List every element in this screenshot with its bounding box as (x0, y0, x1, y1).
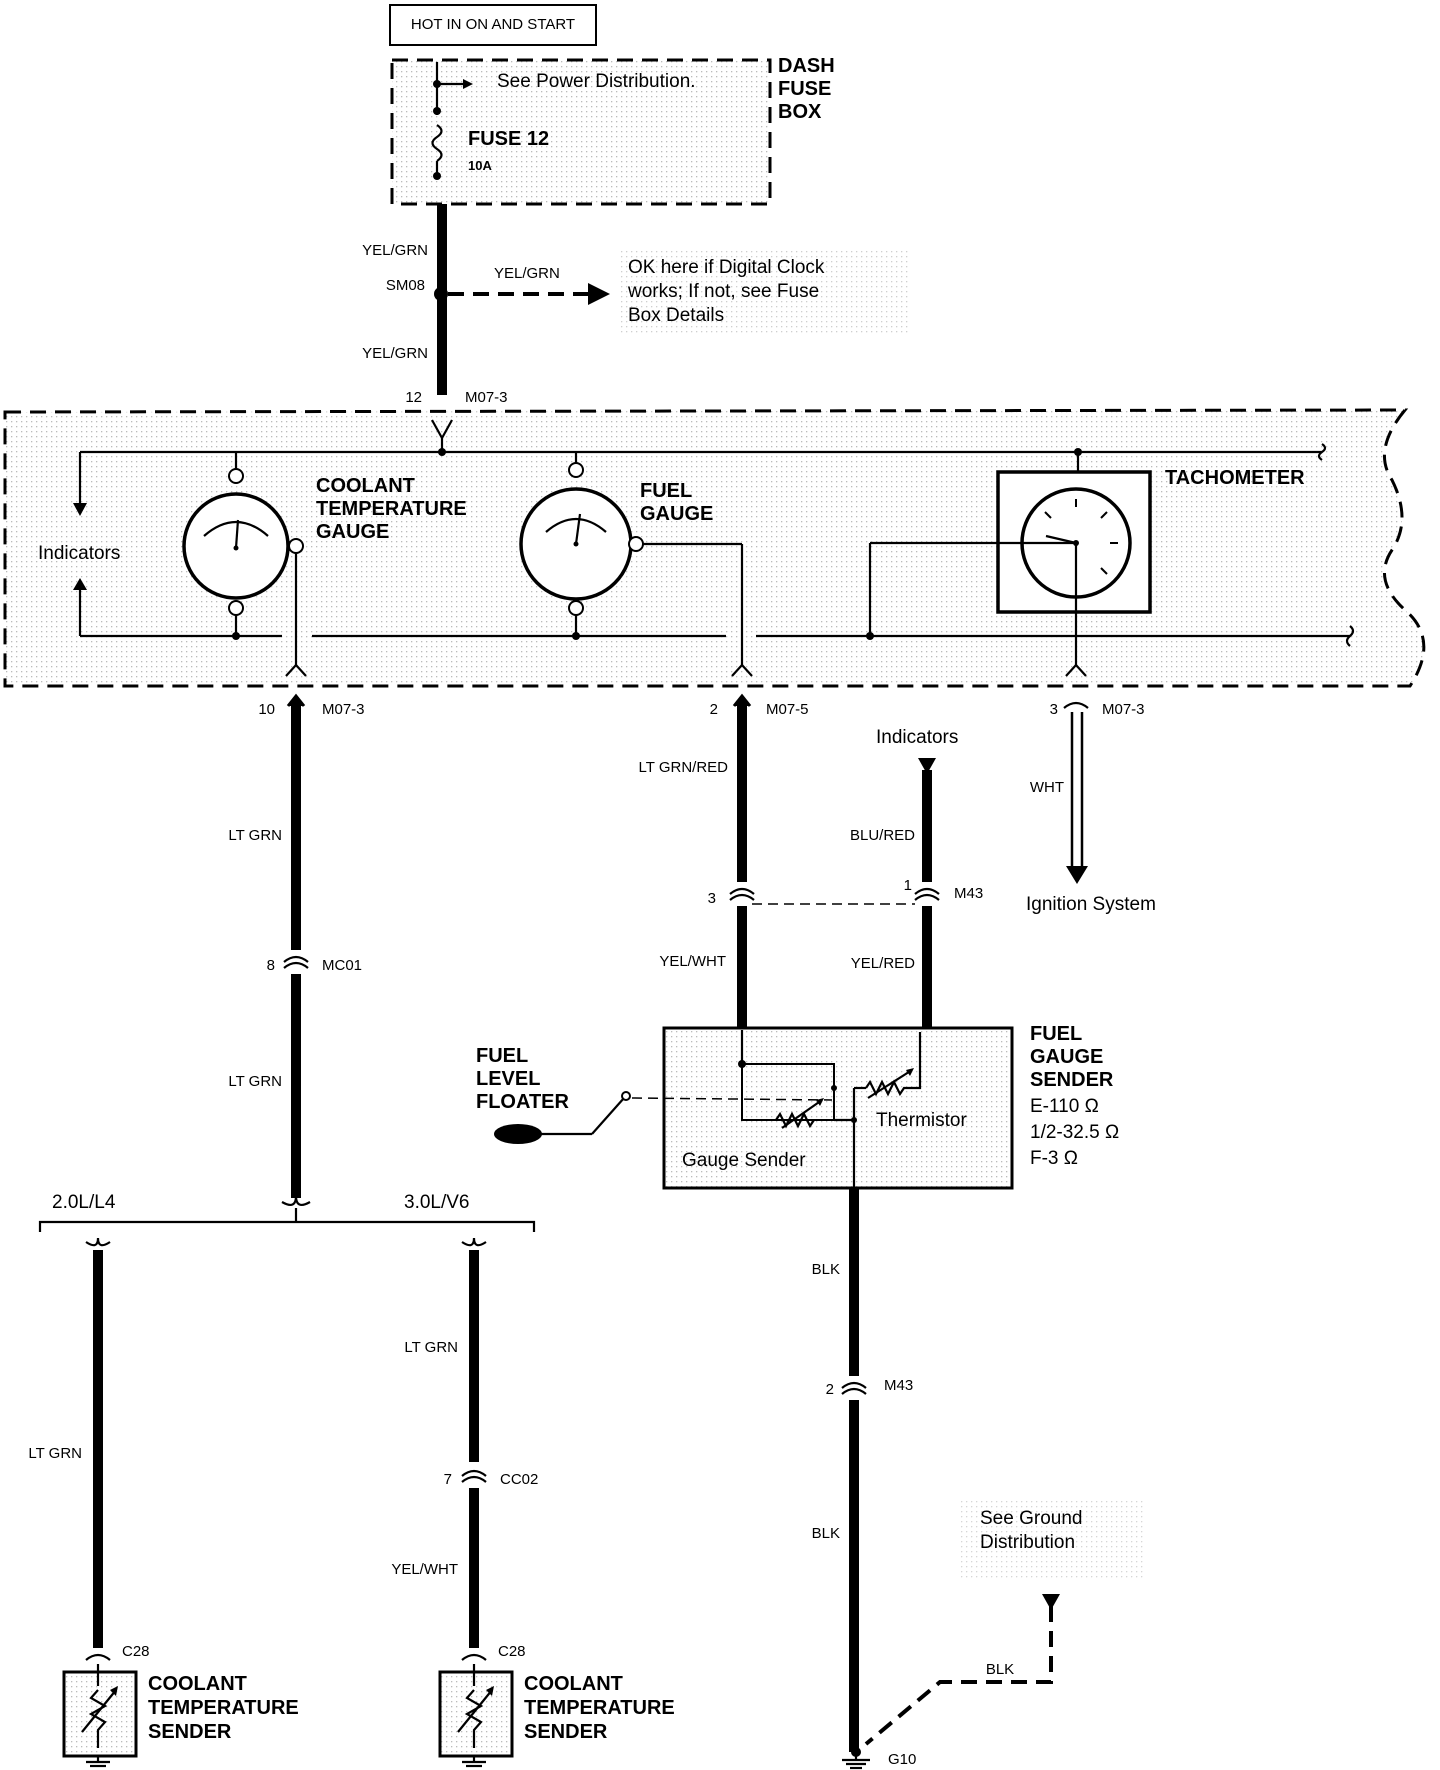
tachometer-label: TACHOMETER (1165, 467, 1305, 489)
engine-option-2-0l: 2.0L/L4 (52, 1192, 116, 1213)
thermistor-label: Thermistor (876, 1110, 967, 1131)
instrument-cluster: Indicators COOLANT TEMPERATURE GAUGE (3, 408, 1426, 688)
fuel-sender-title-2: GAUGE (1030, 1046, 1103, 1068)
left-connector-label: M07-3 (322, 701, 365, 718)
m43-pin-left: 3 (708, 890, 716, 907)
wire-label-yel-wht-2: YEL/WHT (391, 1561, 458, 1578)
wire-label-blu-red: BLU/RED (850, 827, 915, 844)
ignition-system-label: Ignition System (1026, 894, 1156, 915)
fuel-sender-title-3: SENDER (1030, 1069, 1114, 1091)
wire-label-yel-red: YEL/RED (851, 955, 915, 972)
wire-label-blk-2: BLK (812, 1525, 840, 1542)
ground-note-line-2: Distribution (980, 1532, 1075, 1553)
clock-note-line-3: Box Details (628, 305, 724, 326)
ground-g10-icon (842, 1747, 870, 1770)
m43-upper-label: M43 (954, 885, 983, 902)
dash-fuse-box-label-3: BOX (778, 101, 822, 123)
coolant-temperature-gauge: COOLANT TEMPERATURE GAUGE (182, 452, 467, 665)
clock-note-line-2: works; If not, see Fuse (627, 281, 819, 302)
coolant-gauge-label-2: TEMPERATURE (316, 498, 467, 520)
wire-label-lt-grn-4: LT GRN (404, 1339, 458, 1356)
wire-label-blk-1: BLK (812, 1261, 840, 1278)
indicators-label: Indicators (876, 727, 958, 748)
right-connector-pin: 3 (1050, 701, 1058, 718)
m43-lower-label: M43 (884, 1377, 913, 1394)
coolant-sender-right-label-1: COOLANT (524, 1673, 623, 1695)
engine-option-3-0l: 3.0L/V6 (404, 1192, 470, 1213)
power-source-box: HOT IN ON AND START (389, 4, 597, 46)
fuel-gauge: FUEL GAUGE (519, 452, 744, 665)
coolant-gauge-label-3: GAUGE (316, 521, 389, 543)
floater-label-3: FLOATER (476, 1091, 570, 1113)
power-distribution-note: See Power Distribution. (497, 71, 696, 92)
mc01-label: MC01 (322, 957, 362, 974)
tachometer: TACHOMETER (866, 452, 1305, 665)
top-connector-label: M07-3 (465, 389, 508, 406)
coolant-sender-right-label-3: SENDER (524, 1721, 608, 1743)
cc02-label: CC02 (500, 1471, 538, 1488)
wire-label-yel-wht-1: YEL/WHT (659, 953, 726, 970)
wire-label-lt-grn-3: LT GRN (28, 1445, 82, 1462)
ground-g10-label: G10 (888, 1751, 916, 1768)
m43-pin-right: 1 (904, 877, 912, 894)
wire-label-wht: WHT (1030, 779, 1064, 796)
wire-label-lt-grn-red: LT GRN/RED (639, 759, 729, 776)
wire-label-lt-grn-2: LT GRN (228, 1073, 282, 1090)
splice-sm08 (434, 287, 448, 301)
coolant-sender-left-label-2: TEMPERATURE (148, 1697, 299, 1719)
engine-option-bus (38, 1220, 536, 1232)
right-connector-label: M07-3 (1102, 701, 1145, 718)
coolant-gauge-label-1: COOLANT (316, 475, 415, 497)
ground-note-line-1: See Ground (980, 1508, 1082, 1529)
wire-label-yel-grn-branch: YEL/GRN (494, 265, 560, 282)
ignition-system-arrow (1066, 866, 1088, 884)
thermistor-icon (865, 1032, 922, 1097)
dash-fuse-box-label-1: DASH (778, 55, 835, 77)
top-connector-pin: 12 (405, 389, 422, 406)
fuel-gauge-label-1: FUEL (640, 480, 692, 502)
floater-label-2: LEVEL (476, 1068, 540, 1090)
m43-lower-pin: 2 (826, 1381, 834, 1398)
c28-right-label: C28 (498, 1643, 526, 1660)
left-connector-pin: 10 (258, 701, 275, 718)
ground-branch-wire-blk (864, 1606, 1053, 1746)
fuse-rating: 10A (468, 158, 492, 173)
wire-label-lt-grn-1: LT GRN (228, 827, 282, 844)
fuse-name: FUSE 12 (468, 128, 549, 150)
floater-label-1: FUEL (476, 1045, 528, 1067)
mid-connector-pin: 2 (710, 701, 718, 718)
fuel-sender-spec-full: F-3 Ω (1030, 1148, 1078, 1169)
cc02-pin: 7 (444, 1471, 452, 1488)
fuel-sender-title-1: FUEL (1030, 1023, 1082, 1045)
coolant-sender-3-0l: COOLANT TEMPERATURE SENDER (438, 1664, 675, 1768)
wire-label-yel-grn-top: YEL/GRN (362, 242, 428, 259)
coolant-sender-left-label-1: COOLANT (148, 1673, 247, 1695)
c28-left-label: C28 (122, 1643, 150, 1660)
fuel-gauge-sender: Gauge Sender Thermistor FUEL GAUGE SENDE… (662, 1023, 1119, 1190)
dash-fuse-box: DASH FUSE BOX See Power Distribution. FU… (390, 55, 835, 206)
mc01-pin: 8 (267, 957, 275, 974)
splice-label: SM08 (386, 277, 425, 294)
power-source-label: HOT IN ON AND START (411, 16, 575, 33)
coolant-sender-left-label-3: SENDER (148, 1721, 232, 1743)
dash-fuse-box-label-2: FUSE (778, 78, 831, 100)
wire-label-yel-grn-bottom: YEL/GRN (362, 345, 428, 362)
fuel-sender-spec-half: 1/2-32.5 Ω (1030, 1122, 1119, 1143)
wire-label-blk-3: BLK (986, 1661, 1014, 1678)
coolant-sender-2-0l: COOLANT TEMPERATURE SENDER (62, 1664, 299, 1768)
gauge-sender-label: Gauge Sender (682, 1150, 806, 1171)
cluster-indicators-label: Indicators (38, 543, 120, 564)
clock-note-line-1: OK here if Digital Clock (628, 257, 825, 278)
fuse-12-symbol (431, 124, 443, 162)
coolant-sender-right-label-2: TEMPERATURE (524, 1697, 675, 1719)
mid-connector-label: M07-5 (766, 701, 809, 718)
fuel-gauge-label-2: GAUGE (640, 503, 713, 525)
fuel-sender-spec-empty: E-110 Ω (1030, 1096, 1099, 1117)
fuel-level-floater: FUEL LEVEL FLOATER (476, 1045, 833, 1144)
